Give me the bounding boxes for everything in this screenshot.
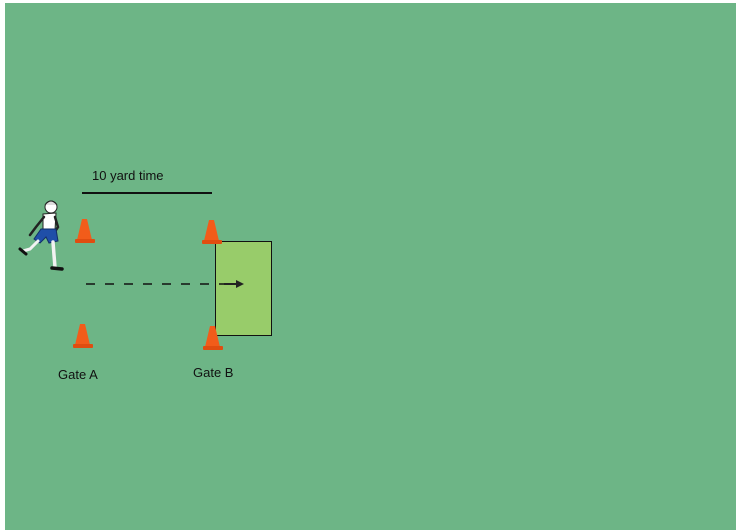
cone-icon bbox=[202, 220, 222, 244]
distance-bracket-line bbox=[82, 192, 212, 194]
arrow-icon bbox=[224, 280, 244, 288]
gate-a-label: Gate A bbox=[58, 367, 98, 382]
runner-icon bbox=[18, 200, 64, 271]
field-background bbox=[5, 3, 736, 530]
cone-icon bbox=[203, 326, 223, 350]
cone-icon bbox=[75, 219, 95, 243]
cone-icon bbox=[73, 324, 93, 348]
distance-label: 10 yard time bbox=[92, 168, 164, 183]
gate-b-label: Gate B bbox=[193, 365, 234, 380]
finish-zone bbox=[215, 241, 272, 336]
